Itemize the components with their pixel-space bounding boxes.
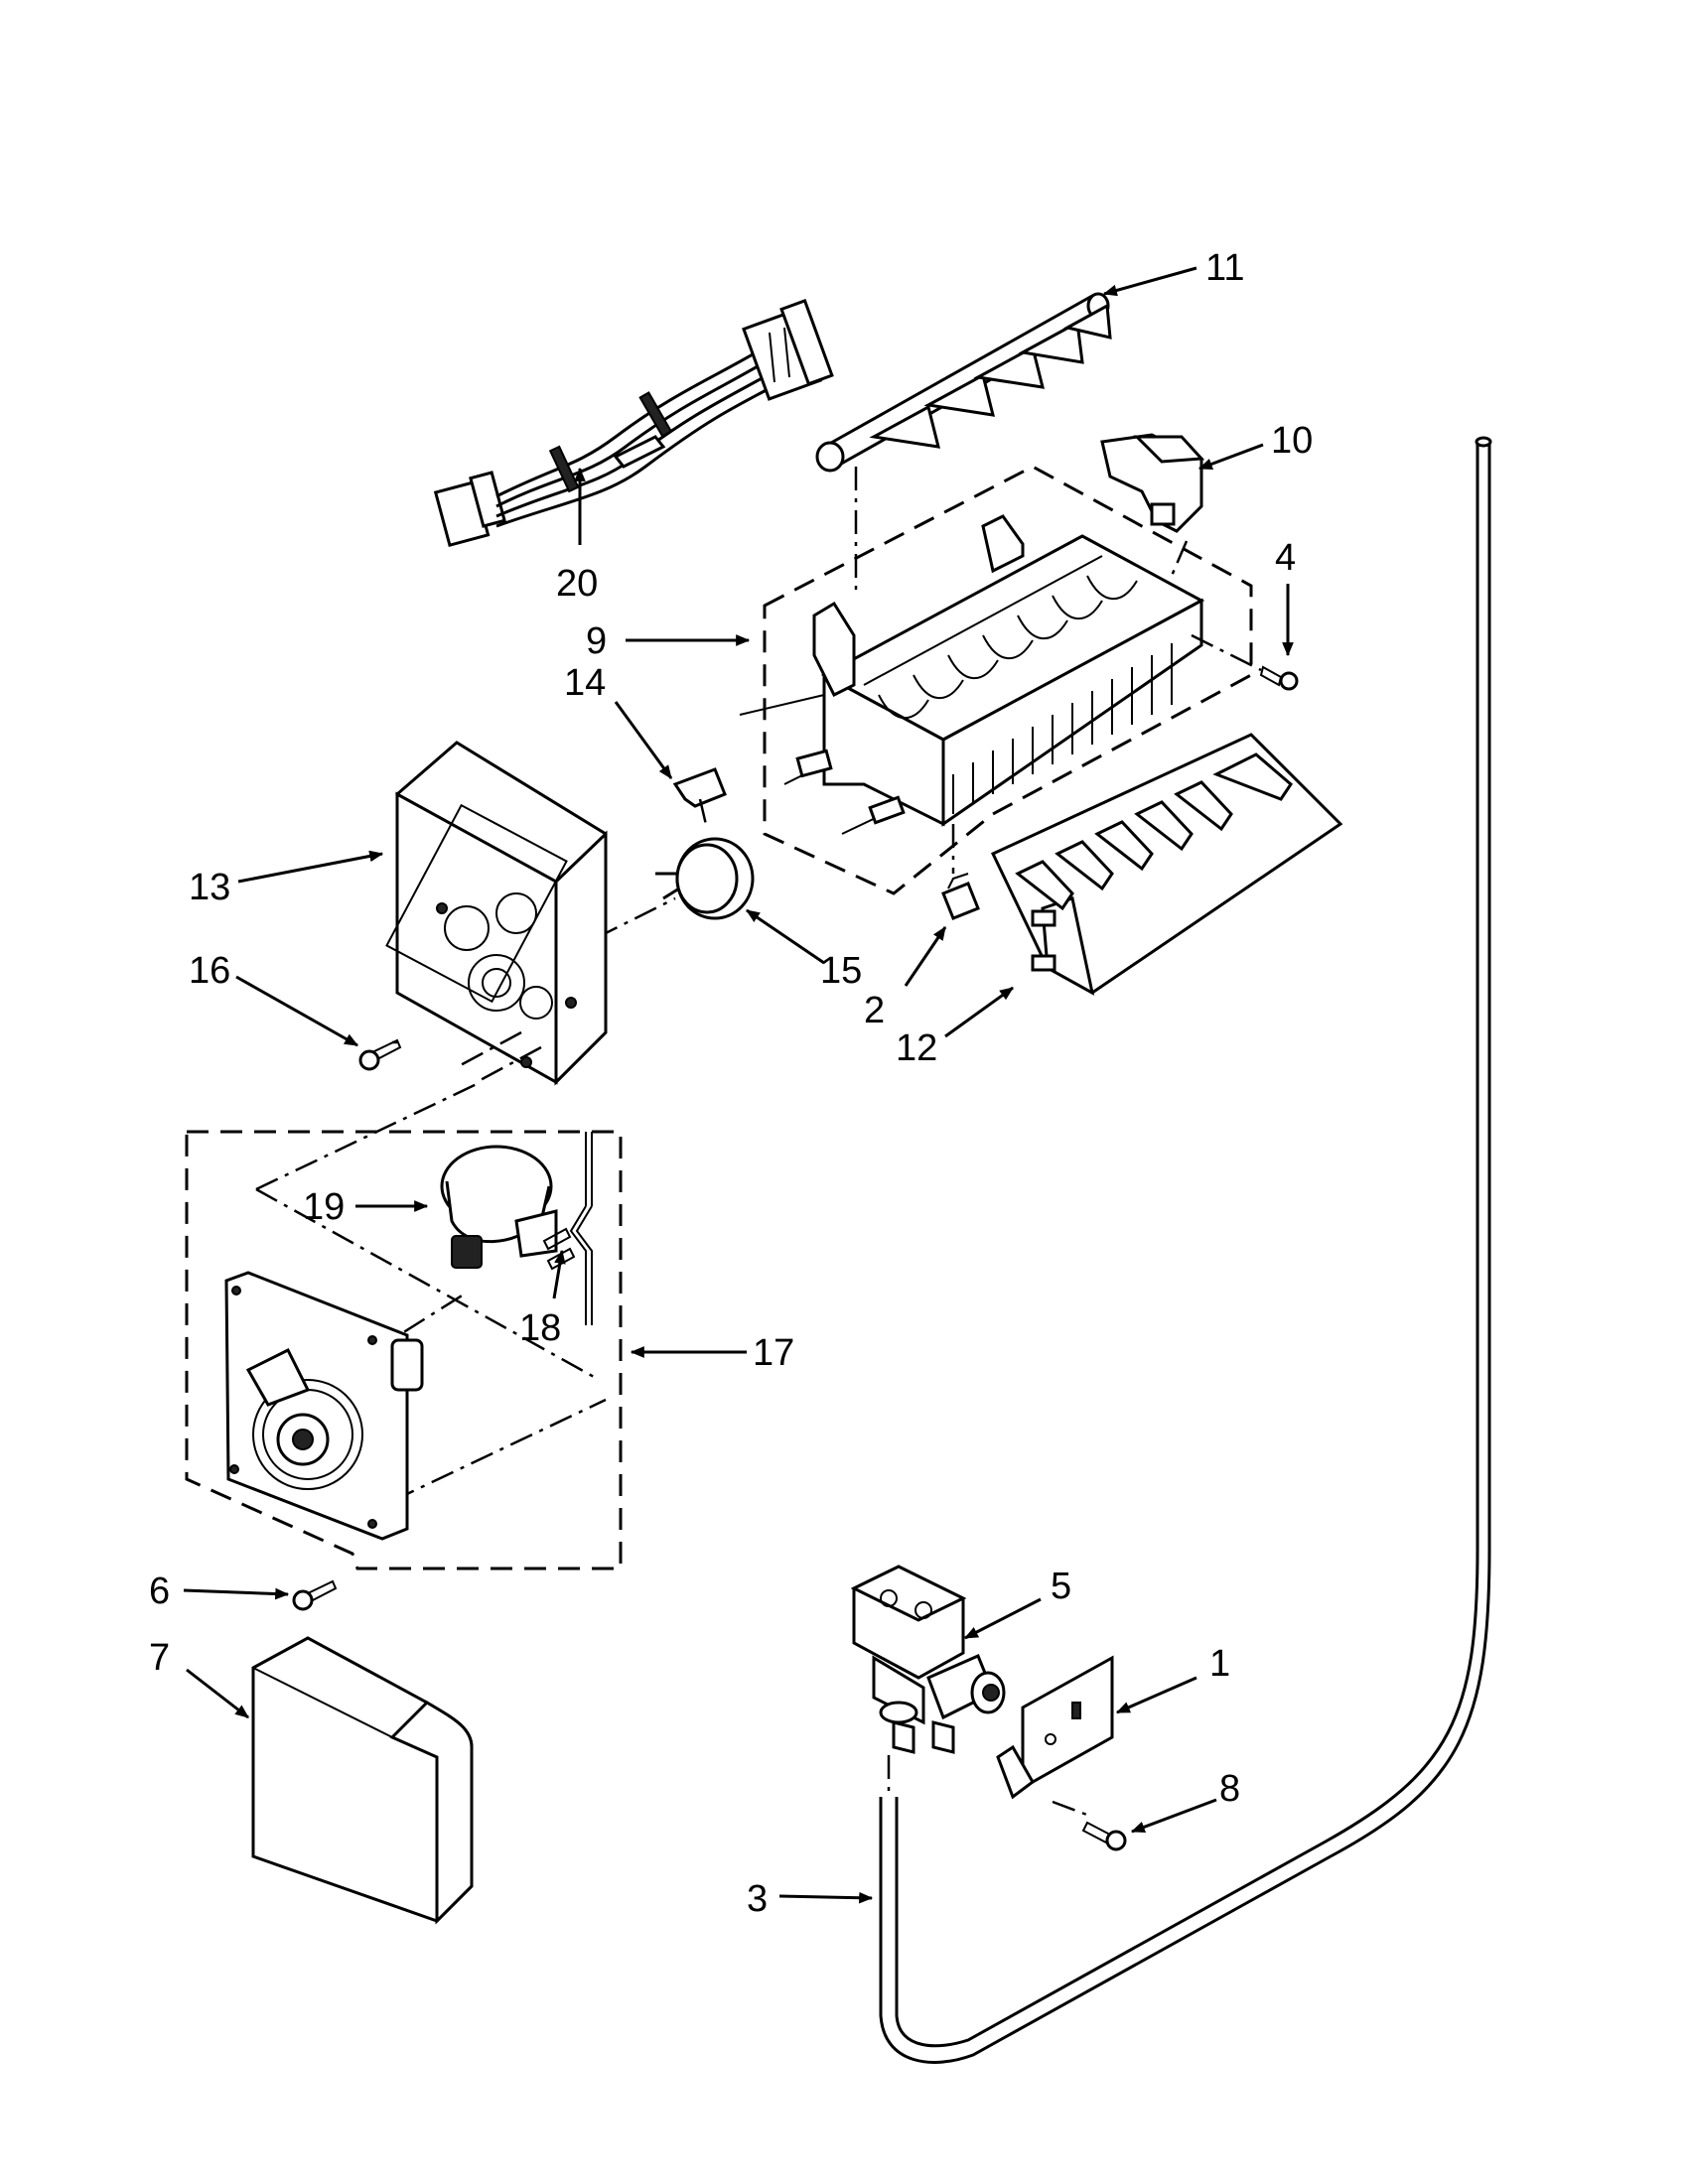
callout-18: 18: [519, 1307, 561, 1349]
valve-bracket-part-1: [996, 1655, 1114, 1800]
screw-part-4: [1191, 633, 1299, 691]
leader-arrows: [183, 266, 1294, 1904]
callout-20: 20: [556, 563, 598, 605]
callout-2: 2: [864, 990, 885, 1031]
fill-cup-part-10: [1100, 433, 1205, 533]
callout-17: 17: [753, 1332, 794, 1374]
callout-4: 4: [1275, 537, 1296, 579]
callout-5: 5: [1051, 1566, 1071, 1607]
callout-7: 7: [149, 1637, 170, 1679]
thermostat-part-15: [655, 837, 755, 920]
callout-3: 3: [747, 1878, 768, 1920]
callout-1: 1: [1209, 1643, 1230, 1685]
callout-8: 8: [1219, 1768, 1240, 1810]
water-tube-part-3: [879, 436, 1492, 2064]
motor-module-plate-part-17: [224, 1271, 424, 1541]
ice-mold-part-9: [739, 514, 1205, 835]
callout-11: 11: [1205, 247, 1244, 289]
screw-part-16: [358, 1038, 402, 1071]
screw-part-6: [292, 1579, 338, 1611]
callout-14: 14: [564, 662, 606, 704]
ice-stripper-part-12: [990, 733, 1343, 996]
callout-13: 13: [189, 867, 230, 908]
callout-10: 10: [1271, 420, 1313, 462]
ejector-part-11: [815, 292, 1112, 473]
callout-16: 16: [189, 950, 230, 992]
callout-15: 15: [820, 950, 862, 992]
callout-19: 19: [303, 1186, 345, 1228]
callout-9: 9: [586, 620, 607, 662]
front-cover-part-7: [251, 1636, 474, 1925]
bracket-part-14: [672, 767, 727, 808]
motor-part-19: [440, 1132, 593, 1325]
motor-module-dashed-outline: [185, 1130, 623, 1570]
callout-6: 6: [149, 1570, 170, 1612]
screw-part-8: [1052, 1800, 1127, 1851]
clip-part-2: [941, 873, 980, 920]
callout-12: 12: [896, 1027, 937, 1069]
wire-harness-part-20: [433, 299, 834, 548]
water-valve-part-5: [850, 1565, 1006, 1754]
mold-assembly-dashed-outline: [763, 465, 1253, 895]
control-housing-part-13: [385, 741, 608, 1086]
